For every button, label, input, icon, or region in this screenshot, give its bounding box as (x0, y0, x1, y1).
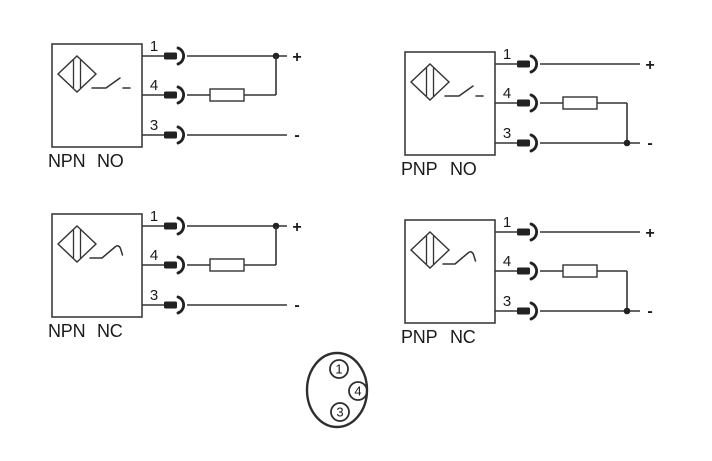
load-resistor-icon (209, 258, 245, 272)
nc-switch-icon (442, 251, 477, 265)
inductive-sensor-icon (56, 225, 98, 263)
minus-terminal: - (647, 303, 652, 320)
junction-dot (623, 139, 631, 147)
pin-label-3: 3 (150, 287, 158, 304)
wire-pin3 (142, 125, 287, 145)
plug-connector-icon (176, 295, 185, 315)
cable-end-icon (164, 131, 177, 139)
cable-end-icon (164, 261, 177, 269)
no-switch-icon (91, 77, 131, 89)
wiring-diagram-pnp-nc: 1 4 3 + - PNP NC (401, 214, 655, 347)
connector-pin-4: 4 (348, 381, 368, 401)
wiring-diagram-pnp-no: 1 4 3 + - PNP NO (401, 46, 655, 179)
plug-connector-icon (529, 54, 538, 74)
connector-pin-4-label: 4 (354, 384, 361, 399)
wire-pin4 (495, 93, 628, 143)
load-resistor-icon (562, 96, 598, 110)
cable-end-icon (164, 91, 177, 99)
plus-terminal: + (292, 49, 301, 66)
inductive-sensor-icon (409, 231, 451, 269)
plug-connector-icon (529, 93, 538, 113)
cable-end-icon (164, 301, 177, 309)
plug-connector-icon (176, 85, 185, 105)
diagram-mode-label: NO (97, 151, 124, 171)
cable-end-icon (164, 52, 177, 60)
connector-pin-3-label: 3 (336, 405, 343, 420)
wire-pin1 (142, 216, 287, 236)
connector-pin-3: 3 (330, 402, 350, 422)
connector-pin-1: 1 (329, 359, 349, 379)
wire-pin4 (142, 56, 277, 105)
wire-pin1 (495, 54, 640, 74)
diagram-type-label: NPN (48, 321, 85, 341)
pin-label-3: 3 (503, 293, 511, 310)
wiring-diagram-npn-no: 1 4 3 + - NPN NO (48, 38, 302, 171)
pin-label-4: 4 (150, 77, 158, 94)
wire-pin3 (495, 133, 640, 153)
plug-connector-icon (529, 133, 538, 153)
diagram-mode-label: NO (450, 159, 477, 179)
sensor-body (404, 219, 496, 324)
wire-pin4 (142, 226, 277, 275)
cable-end-icon (517, 60, 530, 68)
load-resistor-icon (562, 264, 598, 278)
pin-label-3: 3 (503, 125, 511, 142)
sensor-body (51, 43, 143, 148)
pin-label-1: 1 (503, 214, 511, 231)
diagram-mode-label: NC (97, 321, 123, 341)
wire-pin1 (142, 46, 287, 66)
diagram-mode-label: NC (450, 327, 476, 347)
minus-terminal: - (294, 297, 299, 314)
plus-terminal: + (645, 225, 654, 242)
sensor-body (404, 51, 496, 156)
inductive-sensor-icon (409, 63, 451, 101)
nc-switch-icon (89, 245, 124, 259)
cable-end-icon (517, 267, 530, 275)
pin-label-4: 4 (150, 247, 158, 264)
plug-connector-icon (176, 46, 185, 66)
plus-terminal: + (292, 219, 301, 236)
plug-connector-icon (176, 216, 185, 236)
pin-label-1: 1 (150, 38, 158, 55)
cable-end-icon (164, 222, 177, 230)
cable-end-icon (517, 99, 530, 107)
minus-terminal: - (294, 127, 299, 144)
plug-connector-icon (529, 261, 538, 281)
load-resistor-icon (209, 88, 245, 102)
plug-connector-icon (176, 255, 185, 275)
no-switch-icon (444, 85, 484, 97)
minus-terminal: - (647, 135, 652, 152)
sensor-body (51, 213, 143, 318)
wire-pin3 (142, 295, 287, 315)
plus-terminal: + (645, 57, 654, 74)
cable-end-icon (517, 139, 530, 147)
plug-connector-icon (529, 222, 538, 242)
pin-label-4: 4 (503, 85, 511, 102)
wiring-diagram-npn-nc: 1 4 3 + - NPN NC (48, 208, 302, 341)
diagram-type-label: NPN (48, 151, 85, 171)
plug-connector-icon (529, 301, 538, 321)
inductive-sensor-icon (56, 55, 98, 93)
connector-pin-1-label: 1 (335, 362, 342, 377)
connector-pinout: 1 4 3 (305, 351, 369, 429)
diagram-type-label: PNP (401, 327, 438, 347)
junction-dot (623, 307, 631, 315)
cable-end-icon (517, 307, 530, 315)
pin-label-3: 3 (150, 117, 158, 134)
plug-connector-icon (176, 125, 185, 145)
pin-label-1: 1 (150, 208, 158, 225)
pin-label-1: 1 (503, 46, 511, 63)
cable-end-icon (517, 228, 530, 236)
pin-label-4: 4 (503, 253, 511, 270)
diagram-type-label: PNP (401, 159, 438, 179)
wire-pin3 (495, 301, 640, 321)
wire-pin4 (495, 261, 628, 311)
wire-pin1 (495, 222, 640, 242)
